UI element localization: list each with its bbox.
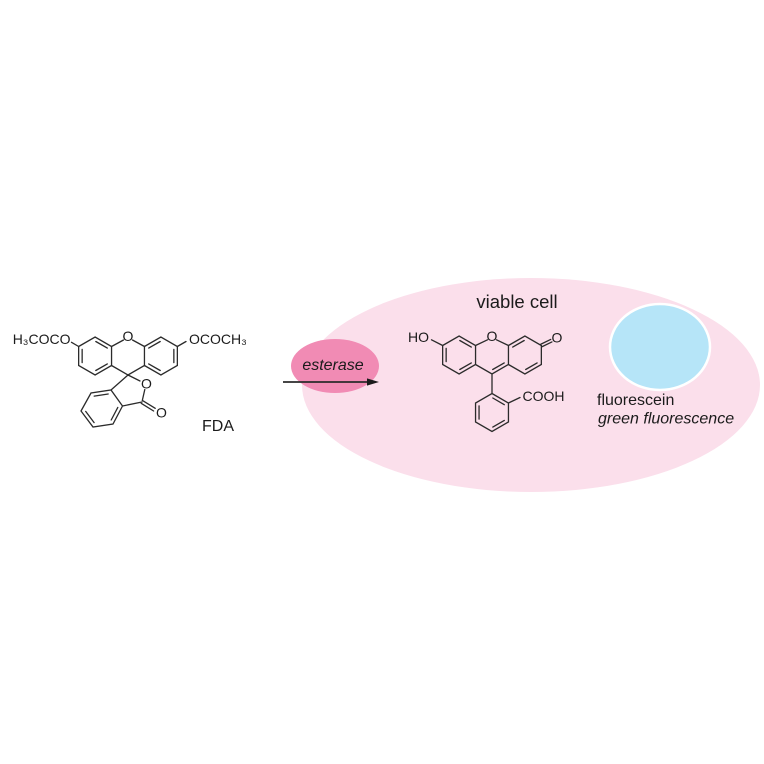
fluorescein-ketone-oxygen-label: O <box>552 330 563 346</box>
fda-ring-oxygen-label: O <box>123 328 134 344</box>
fluorescein-double-bonds <box>445 338 553 428</box>
fluorescein-name-label: fluorescein <box>597 392 674 409</box>
viable-cell-label: viable cell <box>476 291 557 312</box>
arrow-head-icon <box>367 378 379 386</box>
fda-double-bonds <box>81 340 175 424</box>
fluorescein-single-bonds <box>430 335 542 433</box>
fluorescein-ring-oxygen-label: O <box>487 328 498 344</box>
reaction-arrow <box>283 378 379 386</box>
green-fluorescence-circle <box>608 302 712 392</box>
fda-structure-bonds <box>70 336 187 428</box>
fda-lactone-oxygen-label: O <box>141 376 152 392</box>
fda-acetate-left-label: H₃COCO <box>13 331 71 347</box>
fda-name-label: FDA <box>202 418 234 435</box>
fluorescein-carboxyl-label: COOH <box>523 388 565 404</box>
fluorescein-hydroxyl-label: HO <box>408 329 429 345</box>
esterase-ellipse <box>291 339 379 393</box>
green-fluorescence-label: green fluorescence <box>598 411 734 428</box>
esterase-label: esterase <box>302 357 363 374</box>
fda-single-bonds <box>70 336 187 428</box>
fda-carbonyl-oxygen-label: O <box>156 405 167 421</box>
fluorescein-structure-bonds <box>430 335 553 433</box>
fda-acetate-right-label: OCOCH₃ <box>189 331 247 347</box>
